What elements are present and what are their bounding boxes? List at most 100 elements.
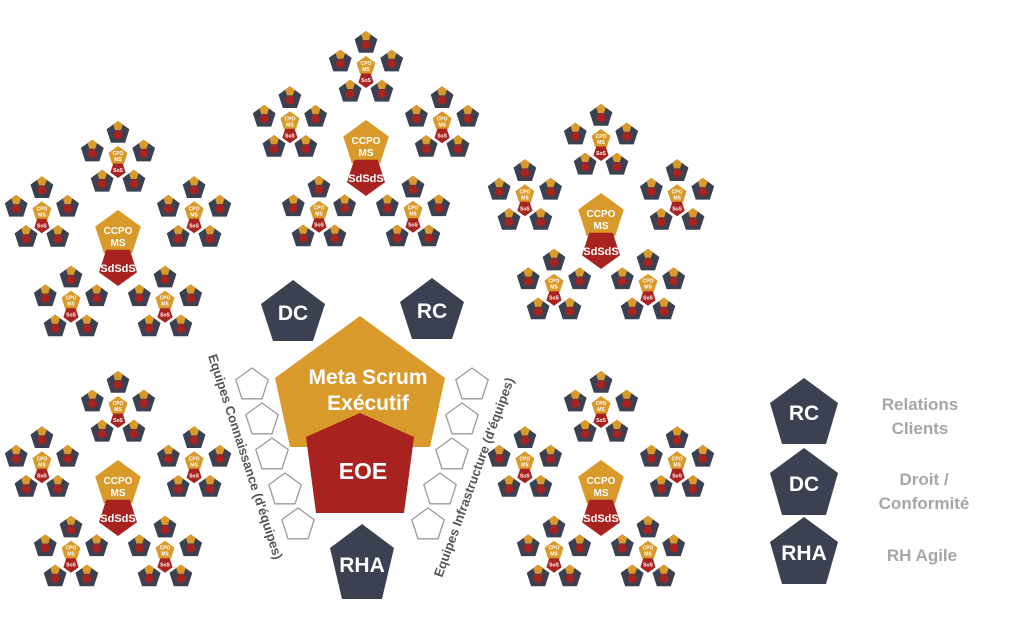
team-bottom-red — [113, 130, 123, 140]
sos-label: SoS — [520, 473, 530, 479]
team-top-orange — [612, 152, 622, 162]
cpo-pentagon — [280, 111, 300, 130]
outline-team-pentagon — [455, 367, 489, 400]
team-top-orange — [688, 475, 698, 485]
ms-label: MS — [644, 285, 652, 291]
team-top-orange — [463, 104, 473, 115]
team-top-orange — [549, 515, 559, 525]
ms-label: MS — [190, 212, 198, 218]
cpo-pentagon — [356, 56, 376, 75]
ms-label: MS — [114, 157, 122, 163]
team-top-orange — [621, 122, 632, 132]
team-top-orange — [97, 419, 107, 429]
team-bottom-red — [185, 544, 196, 554]
team-top-orange — [21, 225, 31, 235]
cpo-label: CPO — [549, 546, 560, 552]
legend-rha-line1: RH Agile — [887, 546, 957, 565]
sos-pentagon — [546, 558, 562, 573]
team-top-orange — [173, 225, 183, 235]
team-top-orange — [91, 284, 102, 294]
executive-core: Meta Scrum Exécutif EOE DC RC RHA — [261, 278, 464, 599]
sos-pentagon — [546, 291, 562, 306]
sos-label: SoS — [160, 313, 170, 319]
team-top-orange — [656, 475, 666, 485]
team-top-orange — [285, 86, 295, 96]
team-top-orange — [520, 159, 530, 169]
team-top-orange — [536, 475, 546, 485]
legend-rc-line1: Relations — [882, 395, 959, 414]
team-bottom-red — [205, 484, 215, 494]
team-bottom-red — [173, 484, 183, 494]
team-bottom-red — [643, 258, 653, 268]
team-bottom-red — [144, 574, 154, 584]
team-bottom-red — [87, 149, 98, 159]
team-bottom-red — [163, 454, 174, 464]
team-top-orange — [288, 194, 299, 204]
ms-label: MS — [67, 552, 75, 558]
cpo-label: CPO — [643, 279, 654, 285]
team-top-orange — [570, 122, 581, 132]
team-bottom-red — [672, 436, 682, 446]
team-top-orange — [113, 371, 123, 381]
ms-label: MS — [550, 552, 558, 558]
cpo-label: CPO — [66, 546, 77, 552]
team-bottom-red — [545, 454, 556, 464]
ccpo-pentagon — [578, 460, 624, 504]
team-bottom-red — [339, 204, 350, 214]
team-top-orange — [533, 564, 543, 574]
team-bottom-red — [62, 454, 73, 464]
outline-team-pentagon — [411, 507, 445, 540]
sos-label: SoS — [549, 296, 559, 302]
cluster: CPOMSSoSCPOMSSoSCPOMSSoSCPOMSSoSCPOMSSoS… — [4, 121, 232, 337]
team-top-orange — [672, 426, 682, 436]
team-bottom-red — [11, 204, 21, 214]
rc-pentagon — [400, 278, 464, 339]
team-top-orange — [163, 194, 174, 205]
ccpo-pentagon — [95, 460, 141, 504]
dc-pentagon — [261, 280, 325, 341]
sos-label: SoS — [643, 296, 653, 302]
sos-label: SoS — [66, 313, 76, 319]
team-top-orange — [596, 371, 606, 381]
team-top-orange — [520, 426, 530, 436]
team-top-orange — [259, 104, 269, 115]
team-top-orange — [21, 475, 31, 485]
legend-rha-abbr: RHA — [781, 542, 827, 565]
team-top-orange — [437, 86, 447, 96]
team-top-orange — [570, 389, 581, 399]
team-top-orange — [494, 444, 504, 455]
legend: RC Relations Clients DC Droit / Conformi… — [770, 378, 969, 584]
eoe-pentagon — [306, 413, 414, 513]
team-top-orange — [50, 314, 60, 324]
ccpo-label: CCPO — [104, 226, 133, 237]
team-top-orange — [698, 177, 708, 188]
team-top-orange — [160, 515, 170, 525]
sos-pentagon — [358, 73, 374, 88]
cpo-label: CPO — [189, 206, 200, 212]
sdsds-label: SdSdS — [583, 513, 618, 525]
ccpo-label: CCPO — [587, 476, 616, 487]
cpo-pentagon — [638, 273, 658, 292]
ccpo-label: CCPO — [587, 209, 616, 220]
sos-label: SoS — [643, 563, 653, 569]
team-bottom-red — [688, 217, 698, 227]
team-bottom-red — [621, 132, 632, 142]
team-top-orange — [668, 267, 679, 277]
team-bottom-red — [382, 204, 393, 214]
team-bottom-red — [285, 96, 295, 106]
team-top-orange — [144, 314, 154, 324]
team-top-orange — [659, 297, 669, 307]
team-top-orange — [129, 419, 139, 429]
team-top-orange — [688, 208, 698, 218]
meta-scrum-label-line2: Exécutif — [327, 392, 410, 415]
team-top-orange — [549, 248, 559, 258]
ccpo-label: CCPO — [104, 476, 133, 487]
team-top-orange — [335, 49, 346, 59]
sos-pentagon — [63, 308, 79, 323]
team-top-orange — [134, 284, 145, 294]
team-top-orange — [382, 194, 393, 204]
